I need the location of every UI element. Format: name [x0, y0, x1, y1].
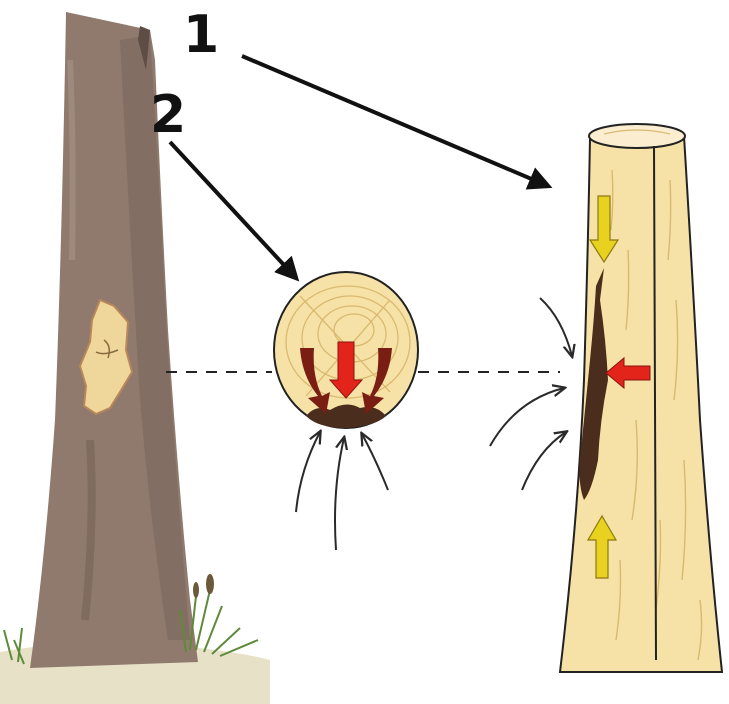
pointer-arrow-2-icon — [170, 142, 296, 278]
airflow-arrows-log — [490, 298, 572, 490]
airflow-arrow-icon — [490, 388, 564, 446]
bark-shading — [70, 60, 73, 260]
log-body — [560, 136, 722, 672]
grass-seedhead — [193, 582, 199, 598]
airflow-arrow-icon — [335, 438, 344, 550]
airflow-arrow-icon — [296, 432, 320, 512]
grass-seedhead — [206, 574, 214, 594]
airflow-arrow-icon — [522, 432, 566, 490]
airflow-arrow-icon — [362, 434, 388, 490]
airflow-arrow-icon — [540, 298, 572, 356]
log-top — [589, 124, 685, 148]
pointer-arrow-1-icon — [242, 56, 548, 186]
label-2: 2 — [150, 85, 186, 145]
tree-trunk-icon — [0, 12, 270, 704]
label-1: 1 — [183, 5, 219, 65]
cross-section-disc-icon — [274, 272, 418, 428]
airflow-arrows-disc — [296, 432, 388, 550]
split-log-icon — [560, 124, 722, 672]
